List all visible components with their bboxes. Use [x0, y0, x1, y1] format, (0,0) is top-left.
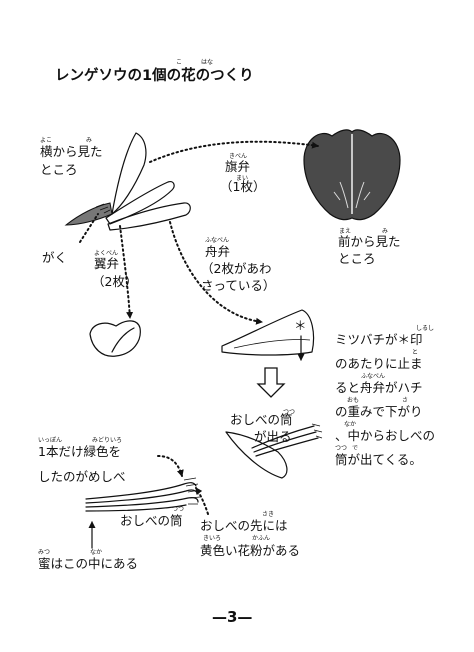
stamen-out-line2: が出る — [254, 429, 292, 444]
stamen-out-line1: おしべの筒 — [230, 412, 293, 427]
pistil-ruby-midori: みどりいろ — [92, 436, 122, 444]
arrow-to-keel-petal — [169, 221, 263, 325]
explanation-ruby-omo: おも — [347, 397, 359, 404]
arrow-to-front-view — [149, 140, 319, 163]
kiben-count-ruby: まい — [236, 175, 248, 182]
nectar-ruby-mitsu: みつ — [38, 549, 50, 556]
front-view-ruby-mae: まえ — [339, 228, 351, 235]
explanation-line6: 筒が出てくる。 — [335, 452, 422, 467]
gaku-label: がく — [42, 250, 67, 265]
flower-side-view-illustration — [64, 132, 191, 231]
pollen-ruby-saki: さき — [262, 511, 274, 518]
wing-petal-illustration — [89, 320, 141, 357]
kiben-ruby: きべん — [229, 153, 247, 160]
kiben-count: （1枚） — [220, 179, 265, 194]
title-ruby-ko: こ — [176, 59, 182, 66]
keel-petal-illustration — [221, 309, 315, 356]
pointer-gaku — [79, 213, 99, 243]
explanation-line5: 、中からおしべの — [335, 428, 435, 443]
explanation-ruby-naka: なか — [344, 421, 356, 428]
front-view-label-line1: 前から見た — [338, 234, 401, 249]
explanation-line1: ミツバチが＊印 — [335, 332, 423, 347]
yokuben-count: （2枚） — [92, 274, 137, 289]
sepal-shape — [64, 202, 113, 226]
stamen-out-ruby: つつ — [283, 409, 295, 416]
explanation-line2: のあたりに止ま — [335, 356, 423, 371]
stamen-tube-illustration — [85, 477, 201, 512]
explanation-line4: の重みで下がり — [335, 404, 423, 419]
side-view-label-line2: ところ — [40, 162, 78, 177]
stamen-tube-ruby: つつ — [172, 506, 184, 513]
explanation-ruby-tsutsu: つつ — [335, 445, 347, 452]
front-view-ruby-mi: み — [382, 228, 388, 235]
page-title: レンゲソウの1個の花のつくり — [55, 66, 254, 84]
side-view-label-ruby-yoko: よこ — [40, 137, 52, 144]
page-number: —3— — [212, 608, 252, 626]
standard-petal-front-view-illustration — [303, 129, 401, 221]
kiben-label: 旗弁 — [225, 159, 250, 174]
explanation-line3: ると舟弁がハチ — [335, 380, 423, 395]
explanation-ruby-to: と — [412, 349, 418, 356]
title-ruby-hana: はな — [201, 59, 213, 66]
pollen-line1: おしべの先には — [200, 518, 288, 533]
stamen-tube-emerging-illustration — [225, 423, 323, 479]
pistil-line2: したのがめしべ — [38, 469, 126, 484]
arrow-to-pollen — [195, 487, 209, 515]
side-view-label-ruby-mi: み — [86, 137, 92, 144]
explanation-ruby-de: で — [352, 445, 358, 452]
funaben-line2: （2枚があわ — [201, 261, 271, 276]
side-view-label-line1: 横から見た — [40, 144, 103, 159]
pistil-ruby-ippon: いっぽん — [38, 436, 62, 444]
funaben-line3: さっている） — [201, 278, 275, 293]
stamen-tube-label: おしべの筒 — [120, 513, 183, 528]
arrow-to-wing-petal — [119, 225, 134, 319]
asterisk-mark: ＊ — [294, 318, 307, 333]
funaben-ruby: ふなべん — [205, 237, 229, 244]
yokuben-label: 翼弁 — [94, 256, 119, 271]
explanation-ruby-funaben: ふなべん — [361, 373, 385, 380]
yokuben-ruby: よくべん — [94, 250, 118, 257]
pollen-ruby-kafun: かふん — [252, 535, 270, 542]
nectar-label: 蜜はこの中にある — [38, 556, 138, 571]
explanation-ruby-shirushi: しるし — [416, 325, 434, 332]
pollen-line2: 黄色い花粉がある — [200, 543, 300, 558]
explanation-ruby-sa: さ — [402, 397, 408, 404]
arrow-to-pistil — [157, 455, 184, 477]
front-view-label-line2: ところ — [338, 251, 376, 266]
funaben-label: 舟弁 — [205, 244, 230, 259]
pollen-ruby-kiiro: きいろ — [203, 535, 221, 542]
hollow-down-arrow — [256, 367, 286, 398]
pistil-line1: 1本だけ緑色を — [38, 444, 121, 459]
nectar-ruby-naka: なか — [90, 549, 102, 556]
